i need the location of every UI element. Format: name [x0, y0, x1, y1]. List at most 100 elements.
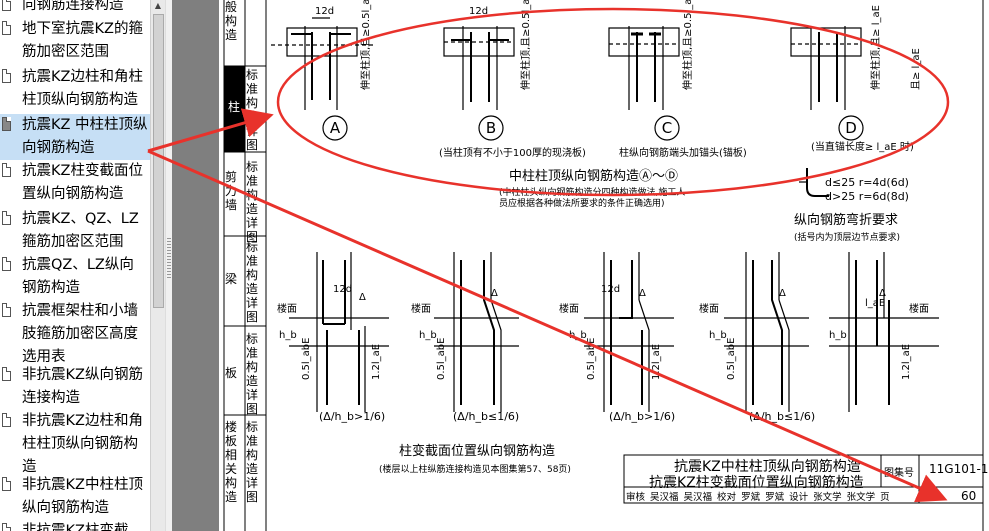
scrollbar-thumb[interactable] — [153, 14, 164, 308]
side-tab-label[interactable]: 标准构造详图 — [245, 240, 258, 324]
bookmark-label: 抗震KZ柱变截面位置纵向钢筋构造 — [22, 163, 143, 202]
atlas-label: 图集号 — [884, 468, 914, 479]
drawing-title-1: 抗震KZ中柱柱顶纵向钢筋构造 — [674, 459, 861, 475]
bookmark-item[interactable]: 抗震KZ、QZ、LZ箍筋加密区范围 — [0, 208, 150, 254]
bookmark-item[interactable]: 抗震KZ柱变截面位置纵向钢筋构造 — [0, 160, 150, 206]
detail-letter: C — [662, 119, 672, 137]
delta-label: Δ — [491, 288, 498, 299]
bookmark-icon — [2, 523, 11, 531]
review-cell: 页 — [880, 492, 890, 503]
review-cell: 吴汉福 — [683, 492, 713, 503]
side-tab-label[interactable]: 标准构造详图 — [245, 332, 258, 416]
side-tab-label[interactable]: 梁 — [224, 272, 237, 286]
review-cell: 校对 — [717, 492, 737, 503]
bookmark-icon — [2, 257, 11, 271]
atlas-number: 11G101-1 — [929, 462, 989, 476]
bookmark-item[interactable]: 抗震KZ 中柱柱顶纵向钢筋构造 — [0, 114, 150, 160]
bookmark-panel: 向钢筋连接构造地下室抗震KZ的箍筋加密区范围抗震KZ边柱和角柱柱顶纵向钢筋构造抗… — [0, 0, 150, 531]
bookmark-icon — [2, 163, 11, 177]
dimension-label: 12d — [601, 284, 620, 295]
bookmark-item[interactable]: 非抗震KZ柱变截 — [0, 520, 150, 531]
section-title: 纵向钢筋弯折要求 — [794, 212, 898, 228]
bookmark-label: 抗震QZ、LZ纵向钢筋构造 — [22, 257, 134, 296]
bookmark-icon — [2, 21, 11, 35]
bend-rule: d>25 r=6d(8d) — [825, 190, 909, 203]
vertical-note: 且≥ l_aE — [910, 48, 922, 90]
review-cell: 张文学 — [846, 492, 876, 503]
delta-label: Δ — [359, 292, 366, 303]
dimension-label: 1.2l_aE — [371, 344, 382, 380]
dimension-label: l_aE — [865, 298, 885, 309]
splitter-grip-icon[interactable] — [167, 238, 171, 278]
dimension-label: 12d — [333, 284, 352, 295]
hb-label: h_b — [279, 330, 297, 341]
review-cell: 罗斌 — [741, 492, 761, 503]
hb-label: h_b — [419, 330, 437, 341]
bookmark-item[interactable]: 非抗震KZ纵向钢筋连接构造 — [0, 364, 150, 410]
detail-caption: (Δ/h_b>1/6) — [609, 410, 675, 423]
detail-caption: (Δ/h_b>1/6) — [319, 410, 385, 423]
detail-caption: (Δ/h_b≤1/6) — [453, 410, 519, 423]
review-cell: 罗斌 — [765, 492, 785, 503]
scroll-up-arrow-icon[interactable]: ▲ — [154, 1, 162, 10]
bookmark-label: 抗震KZ、QZ、LZ箍筋加密区范围 — [22, 211, 139, 250]
side-tab-label[interactable]: 标准构造详图 — [245, 420, 258, 504]
review-cell: 张文学 — [813, 492, 842, 503]
bookmark-item[interactable]: 抗震框架柱和小墙肢箍筋加密区高度选用表 — [0, 300, 150, 365]
detail-note: 柱纵向钢筋端头加锚头(锚板) — [619, 146, 747, 159]
bookmark-label: 非抗震KZ柱变截 — [22, 523, 129, 531]
review-row: 审核吴汉福吴汉福校对罗斌罗斌设计张文学张文学页 — [626, 489, 916, 503]
bookmark-label: 抗震框架柱和小墙肢箍筋加密区高度选用表 — [22, 303, 138, 365]
bookmark-label: 地下室抗震KZ的箍筋加密区范围 — [22, 21, 143, 60]
side-tab-label[interactable]: 般构造 — [224, 0, 237, 42]
detail-note: (当柱顶有不小于100厚的现浇板) — [439, 146, 586, 159]
floor-label: 楼面 — [277, 302, 297, 315]
delta-label: Δ — [879, 288, 886, 299]
section-title: 柱变截面位置纵向钢筋构造 — [399, 443, 555, 459]
bookmark-label: 非抗震KZ中柱柱顶纵向钢筋构造 — [22, 477, 143, 516]
section-note: 员应根据各种做法所要求的条件正确选用) — [499, 197, 665, 209]
bookmark-icon — [2, 69, 11, 83]
floor-label: 楼面 — [559, 302, 579, 315]
bookmark-scrollbar[interactable]: ▲ — [150, 0, 165, 531]
floor-label: 楼面 — [411, 302, 431, 315]
review-cell: 审核 — [626, 492, 646, 503]
hb-label: h_b — [709, 330, 727, 341]
dimension-label: 1.2l_aE — [651, 344, 662, 380]
bookmark-item[interactable]: 非抗震KZ边柱和角柱柱顶纵向钢筋构造 — [0, 410, 150, 475]
bookmark-item[interactable]: 抗震QZ、LZ纵向钢筋构造 — [0, 254, 150, 300]
side-tab-label[interactable]: 柱 — [227, 100, 241, 114]
bend-rule: d≤25 r=4d(6d) — [825, 176, 909, 189]
delta-label: Δ — [639, 288, 646, 299]
bookmark-label: 抗震KZ边柱和角柱柱顶纵向钢筋构造 — [22, 69, 143, 108]
bookmark-icon — [2, 367, 11, 381]
bookmark-icon — [2, 477, 11, 491]
dimension-label: 0.5l_abE — [301, 338, 312, 380]
vertical-note: 伸至柱顶,且≥0.5l_abE — [359, 0, 372, 90]
hb-label: h_b — [569, 330, 587, 341]
side-tab-label[interactable]: 楼板相关构造 — [224, 420, 237, 504]
delta-label: Δ — [779, 288, 786, 299]
section-title: 中柱柱顶纵向钢筋构造Ⓐ～Ⓓ — [509, 168, 678, 184]
detail-letter: A — [330, 119, 341, 137]
bookmark-icon — [2, 211, 11, 225]
dimension-label: 1.2l_aE — [901, 344, 912, 380]
section-note: (楼层以上柱纵筋连接构造见本图集第57、58页) — [379, 463, 571, 475]
side-tab-label[interactable]: 板 — [224, 366, 237, 380]
bookmark-item[interactable]: 向钢筋连接构造 — [0, 0, 150, 16]
bookmark-icon — [2, 0, 11, 11]
detail-letter: B — [486, 119, 496, 137]
section-note: (括号内为顶层边节点要求) — [794, 231, 900, 243]
panel-splitter[interactable] — [165, 0, 172, 531]
bookmark-item[interactable]: 地下室抗震KZ的箍筋加密区范围 — [0, 18, 150, 64]
bookmark-item[interactable]: 抗震KZ边柱和角柱柱顶纵向钢筋构造 — [0, 66, 150, 112]
vertical-note: 伸至柱顶,且≥0.5l_abE — [519, 0, 532, 90]
page-number: 60 — [961, 489, 977, 503]
hb-label: h_b — [829, 330, 847, 341]
bookmark-item[interactable]: 非抗震KZ中柱柱顶纵向钢筋构造 — [0, 474, 150, 520]
floor-label: 楼面 — [909, 302, 929, 315]
vertical-note: 伸至柱顶,且≥0.5l_abE — [681, 0, 694, 90]
bookmark-icon — [2, 117, 11, 131]
